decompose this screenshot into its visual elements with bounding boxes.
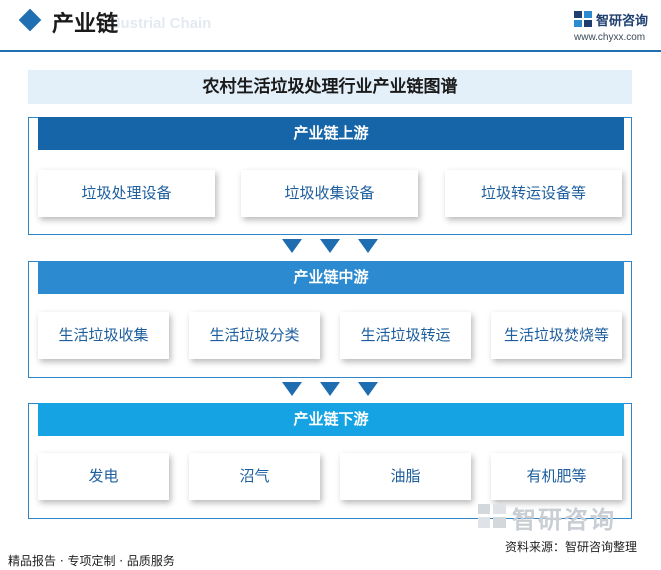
down-arrow-icon <box>358 382 378 396</box>
midstream-item-3: 生活垃圾转运 <box>340 312 471 359</box>
watermark-text: 智研咨询 <box>512 506 616 534</box>
header-subtitle-en: Industrial Chain <box>98 15 212 32</box>
downstream-item-1: 发电 <box>38 453 169 500</box>
downstream-item-3: 油脂 <box>340 453 471 500</box>
watermark-logo-icon <box>478 504 506 528</box>
stage-upstream-label: 产业链上游 <box>38 117 624 150</box>
diamond-icon <box>18 8 42 32</box>
page-header: Industrial Chain 产业链 智研咨询 www.chyxx.com <box>0 0 661 52</box>
midstream-item-1: 生活垃圾收集 <box>38 312 169 359</box>
stage-downstream: 产业链下游 发电 沼气 油脂 有机肥等 <box>28 403 632 519</box>
down-arrow-icon <box>320 239 340 253</box>
midstream-item-2: 生活垃圾分类 <box>189 312 320 359</box>
upstream-item-3: 垃圾转运设备等 <box>445 170 622 217</box>
header-title: 产业链 <box>52 12 119 37</box>
stage-upstream: 产业链上游 垃圾处理设备 垃圾收集设备 垃圾转运设备等 <box>28 117 632 235</box>
downstream-item-2: 沼气 <box>189 453 320 500</box>
midstream-item-4: 生活垃圾焚烧等 <box>491 312 622 359</box>
down-arrow-icon <box>320 382 340 396</box>
stage-midstream-label: 产业链中游 <box>38 261 624 294</box>
brand-logo-icon <box>574 11 592 27</box>
chart-title: 农村生活垃圾处理行业产业链图谱 <box>28 70 632 104</box>
stage-downstream-label: 产业链下游 <box>38 403 624 436</box>
watermark-logo: 智研咨询 <box>478 500 658 534</box>
down-arrow-icon <box>282 382 302 396</box>
flow-arrows-2 <box>0 382 661 398</box>
footer-slogan: 精品报告 · 专项定制 · 品质服务 <box>8 554 175 568</box>
brand-logo-name: 智研咨询 <box>596 14 649 29</box>
upstream-item-2: 垃圾收集设备 <box>241 170 418 217</box>
down-arrow-icon <box>358 239 378 253</box>
flow-arrows-1 <box>0 239 661 255</box>
down-arrow-icon <box>282 239 302 253</box>
source-note: 资料来源：智研咨询整理 <box>505 540 638 554</box>
stage-midstream: 产业链中游 生活垃圾收集 生活垃圾分类 生活垃圾转运 生活垃圾焚烧等 <box>28 261 632 378</box>
downstream-item-4: 有机肥等 <box>491 453 622 500</box>
header-divider <box>0 50 661 52</box>
brand-logo-url: www.chyxx.com <box>574 32 646 43</box>
upstream-item-1: 垃圾处理设备 <box>38 170 215 217</box>
brand-logo: 智研咨询 www.chyxx.com <box>574 10 656 46</box>
